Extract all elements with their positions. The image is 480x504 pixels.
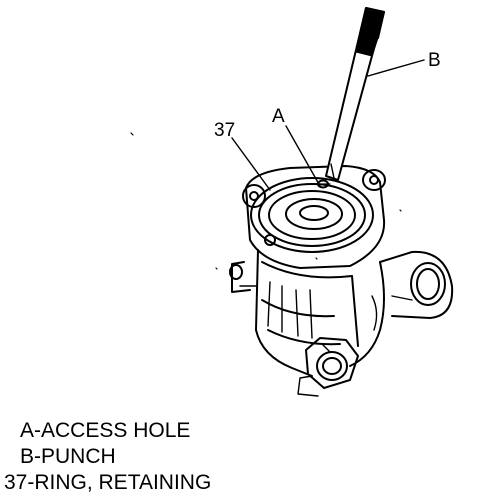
legend-item-retaining-ring: 37-RING, RETAINING [4,471,212,494]
parts-legend: A-ACCESS HOLE B-PUNCH 37-RING, RETAINING [4,418,211,496]
pump-body [255,249,385,377]
leader-lines [231,59,425,191]
punch-tool [325,7,385,181]
inner-cover [268,190,356,240]
legend-item-access-hole: A-ACCESS HOLE [20,419,191,442]
scan-specks [130,132,402,270]
pump-housing-top [242,165,386,269]
callout-a: A [272,106,285,127]
leader-line-a [285,125,321,187]
callout-37: 37 [214,120,235,141]
bottom-fitting [297,337,359,397]
retaining-ring [250,177,374,253]
leader-line-b [367,59,425,77]
mounting-boss [229,261,257,293]
callout-b: B [428,50,441,71]
legend-item-punch: B-PUNCH [20,445,116,468]
outlet-port [379,250,454,319]
leader-line-37 [231,137,271,191]
